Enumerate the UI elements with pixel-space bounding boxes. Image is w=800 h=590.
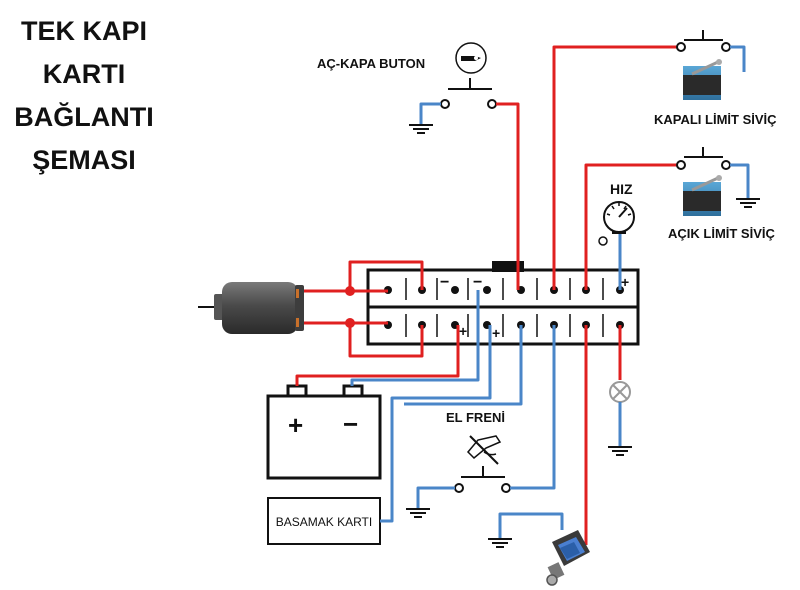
- limit-switch-icon: [683, 175, 722, 216]
- ground-icon: [406, 508, 430, 518]
- solenoid-icon: [546, 530, 590, 586]
- title-line-3: BAĞLANTI: [14, 102, 154, 132]
- kapali-limit-label: KAPALI LİMİT SİVİÇ: [654, 112, 777, 127]
- battery-icon: + −: [266, 384, 382, 480]
- ac-kapa-buton-label: AÇ-KAPA BUTON: [317, 56, 425, 71]
- diagram-title: TEK KAPI KARTI BAĞLANTI ŞEMASI: [0, 10, 168, 182]
- kapali-limit-switch: [676, 30, 731, 52]
- ground-icon: [736, 198, 760, 208]
- terminal-block: − − + + +: [366, 261, 640, 346]
- battery-plus-label: +: [288, 410, 303, 440]
- el-freni-switch: [454, 466, 511, 493]
- ground-icon: [488, 538, 512, 548]
- terminal-minus-1: −: [440, 274, 449, 291]
- push-button-switch: [440, 78, 497, 109]
- el-freni-label: EL FRENİ: [446, 410, 505, 425]
- acik-limit-switch: [676, 147, 731, 170]
- motor-icon: [198, 282, 304, 334]
- terminal-plus-2: +: [459, 323, 467, 339]
- speed-gauge-icon: [598, 201, 635, 246]
- title-line-4: ŞEMASI: [32, 145, 136, 175]
- ground-icon: [608, 446, 632, 456]
- terminal-plus-1: +: [621, 274, 629, 290]
- hand-brake-icon: [466, 435, 502, 465]
- basamak-karti-box: BASAMAK KARTI: [267, 497, 381, 545]
- basamak-karti-label: BASAMAK KARTI: [276, 515, 372, 529]
- terminal-plus-3: +: [492, 325, 500, 341]
- battery-minus-label: −: [343, 409, 358, 439]
- title-line-1: TEK KAPI: [20, 16, 147, 46]
- acik-limit-label: AÇIK LİMİT SİVİÇ: [668, 226, 776, 241]
- title-line-2: KARTI: [42, 59, 126, 89]
- lamp-icon: [609, 381, 631, 403]
- push-button-icon: [455, 42, 487, 74]
- ground-icon: [409, 124, 433, 134]
- hiz-label: HIZ: [610, 181, 633, 197]
- limit-switch-icon: [683, 59, 722, 100]
- terminal-minus-2: −: [473, 274, 482, 291]
